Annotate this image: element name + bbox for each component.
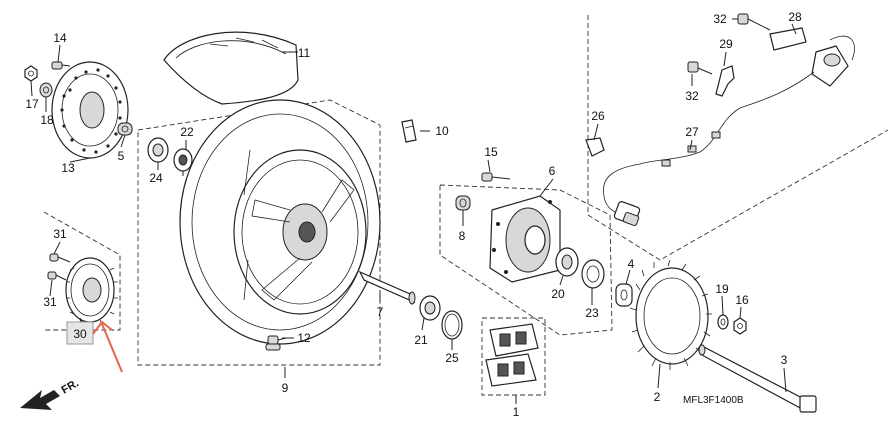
callout-18: 18: [40, 113, 54, 127]
callout-19: 19: [715, 282, 729, 296]
callout-1: 1: [513, 405, 520, 419]
cable-clamp-c: [711, 131, 721, 139]
highlight-arrow-head: [92, 320, 113, 335]
tire: [163, 31, 299, 105]
callout-31-upper: 31: [53, 227, 67, 241]
bearing-left: [147, 137, 169, 163]
pulser-screw-lower: [47, 271, 67, 281]
sprocket-flange: [489, 195, 561, 283]
callout-27: 27: [685, 125, 699, 139]
callout-24: 24: [149, 171, 163, 185]
callout-6: 6: [549, 164, 556, 178]
callout-30: 30: [73, 327, 87, 341]
brake-disc: [51, 61, 129, 159]
callout-26: 26: [591, 109, 605, 123]
callout-8: 8: [459, 229, 466, 243]
disc-collar: [39, 82, 53, 98]
front-direction-arrow: FR.: [20, 377, 81, 410]
cable-clamp-a: [661, 159, 671, 167]
callout-11: 11: [298, 46, 311, 60]
disc-nut: [24, 65, 38, 82]
diagram-code: MFL3F1400B: [683, 395, 744, 406]
hub-bearing: [419, 295, 441, 321]
hub-group-outline: [439, 184, 613, 336]
flange-bearing: [555, 247, 579, 277]
flange-stud: [481, 172, 511, 182]
callout-23: 23: [585, 306, 599, 320]
sprocket-nut: [733, 317, 747, 335]
callout-29: 29: [719, 37, 733, 51]
cable-clip: [585, 137, 605, 157]
pulser-ring: [65, 257, 118, 325]
sensor-cable-top: [829, 35, 855, 61]
callout-20: 20: [551, 287, 565, 301]
highlight-arrow: [101, 323, 123, 373]
air-valve: [265, 335, 287, 351]
bracket-bolt-upper: [737, 13, 771, 31]
callout-10: 10: [435, 124, 449, 138]
flange-collar: [455, 195, 471, 211]
wheel-speed-sensor: [769, 27, 849, 87]
callout-32-upper: 32: [713, 12, 727, 26]
wheel-damper: [485, 323, 539, 387]
bracket-bolt-lower: [687, 61, 713, 75]
side-collar: [117, 122, 133, 136]
callout-15: 15: [484, 145, 498, 159]
fr-label: FR.: [60, 377, 81, 396]
callout-17: 17: [25, 97, 39, 111]
dust-seal: [581, 259, 605, 289]
damper-group-outline: [481, 317, 546, 396]
spacer-tube: [358, 270, 416, 305]
disc-bolt: [51, 61, 71, 70]
sensor-bracket: [715, 65, 735, 97]
callout-5: 5: [118, 149, 125, 163]
sensor-cable: [603, 71, 815, 219]
callout-13: 13: [61, 161, 75, 175]
callout-12: 12: [297, 331, 311, 345]
callout-4: 4: [628, 257, 635, 271]
callout-16: 16: [735, 293, 749, 307]
bearing-right: [173, 148, 193, 172]
callout-9: 9: [282, 381, 289, 395]
callout-2: 2: [654, 390, 661, 404]
drive-sprocket: [629, 259, 712, 370]
callout-14: 14: [53, 31, 67, 45]
callout-3: 3: [781, 353, 788, 367]
rear-axle: [698, 344, 817, 413]
sprocket-washer: [717, 314, 729, 330]
side-collar-right: [615, 283, 633, 307]
callout-32-lower: 32: [685, 89, 699, 103]
wheel-rim: [179, 99, 381, 345]
sensor-group-outline: [587, 15, 888, 261]
cable-clamp-b: [687, 145, 697, 153]
o-ring: [441, 310, 463, 340]
callout-31-lower: 31: [43, 295, 57, 309]
callout-28: 28: [788, 10, 802, 24]
pulser-screw-upper: [49, 253, 71, 263]
cable-connector: [613, 201, 641, 227]
balance-clip: [401, 119, 417, 143]
callout-22: 22: [180, 125, 194, 139]
callout-25: 25: [445, 351, 459, 365]
callout-21: 21: [414, 333, 428, 347]
leader-lines: [30, 18, 797, 404]
callout-7: 7: [377, 305, 384, 319]
